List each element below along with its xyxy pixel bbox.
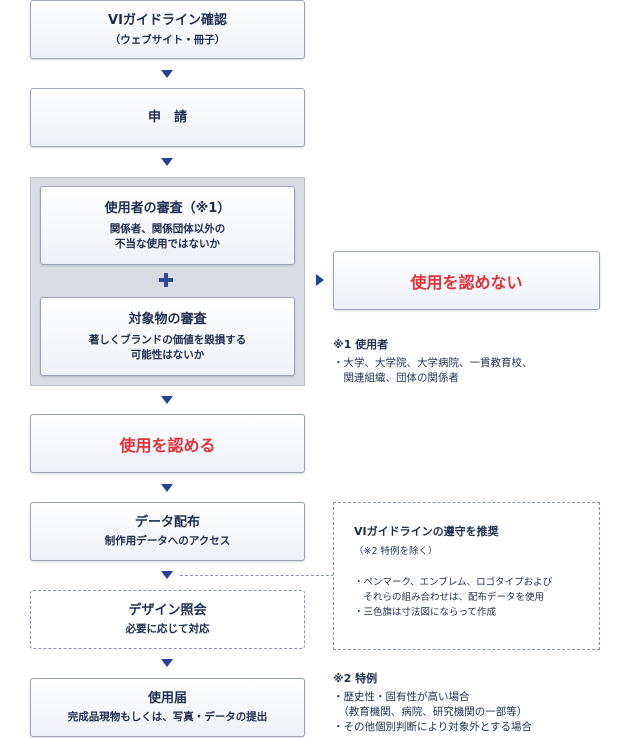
step-data-distribution-title: データ配布 xyxy=(134,515,200,530)
step-guideline-check-sub: （ウェブサイト・冊子） xyxy=(109,33,226,46)
review-object-line: 著しくブランドの価値を毀損する xyxy=(88,333,247,346)
step-data-distribution: データ配布 制作用データへのアクセス xyxy=(30,502,305,561)
step-application: 申 請 xyxy=(30,88,305,147)
review-object-title: 対象物の審査 xyxy=(128,311,207,327)
approve-box: 使用を認める xyxy=(30,414,305,473)
note-exceptions-line: ・歴史性・固有性が高い場合 xyxy=(333,691,470,703)
note-users-line: 関連組織、団体の関係者 xyxy=(333,372,459,384)
down-arrow-icon xyxy=(161,571,173,579)
step-design-inquiry: デザイン照会 必要に応じて対応 xyxy=(30,590,305,649)
review-object: 対象物の審査 著しくブランドの価値を毀損する 可能性はないか xyxy=(40,297,295,376)
review-user: 使用者の審査（※1） 関係者、関係団体以外の 不当な使用ではないか xyxy=(40,186,295,265)
note-users: ※1 使用者 ・大学、大学院、大学病院、一貫教育校、 関連組織、団体の関係者 xyxy=(333,336,613,386)
reject-box: 使用を認めない xyxy=(333,251,600,310)
guideline-sub: （※2 特例を除く） xyxy=(354,546,438,557)
down-arrow-icon xyxy=(161,659,173,667)
down-arrow-icon xyxy=(161,70,173,78)
guideline-title: VIガイドラインの遵守を推奨 xyxy=(354,525,499,538)
review-user-line: 関係者、関係団体以外の xyxy=(109,222,226,235)
note-exceptions-line: （教育機関、病院、研究機関の一部等） xyxy=(333,706,528,718)
down-arrow-icon xyxy=(161,484,173,492)
step-data-distribution-sub: 制作用データへのアクセス xyxy=(104,535,231,547)
guideline-item: ・三色旗は寸法図にならって作成 xyxy=(354,607,497,618)
note-users-line: ・大学、大学院、大学病院、一貫教育校、 xyxy=(333,357,533,369)
guideline-item: ・ペンマーク、エンブレム、ロゴタイプおよび xyxy=(354,577,553,588)
approve-label: 使用を認める xyxy=(119,435,216,455)
dashed-connector xyxy=(180,575,334,576)
down-arrow-icon xyxy=(161,158,173,166)
review-object-line: 可能性はないか xyxy=(130,348,205,361)
guideline-item: それらの組み合わせは、配布データを使用 xyxy=(354,592,545,603)
step-usage-report: 使用届 完成品現物もしくは、写真・データの提出 xyxy=(30,678,305,737)
step-design-inquiry-sub: 必要に応じて対応 xyxy=(125,623,210,635)
plus-icon xyxy=(159,273,173,287)
note-exceptions-line: ・その他個別判断により対象外とする場合 xyxy=(333,721,532,733)
guideline-recommendation: VIガイドラインの遵守を推奨 （※2 特例を除く） ・ペンマーク、エンブレム、ロ… xyxy=(333,502,600,650)
step-design-inquiry-title: デザイン照会 xyxy=(128,603,207,618)
right-arrow-icon xyxy=(316,274,324,286)
note-exceptions: ※2 特例 ・歴史性・固有性が高い場合 （教育機関、病院、研究機関の一部等） ・… xyxy=(333,670,623,735)
note-exceptions-title: ※2 特例 xyxy=(333,672,378,685)
step-guideline-check: VIガイドライン確認 （ウェブサイト・冊子） xyxy=(30,0,305,59)
note-users-title: ※1 使用者 xyxy=(333,338,389,351)
step-usage-report-title: 使用届 xyxy=(147,691,187,706)
review-user-line: 不当な使用ではないか xyxy=(115,237,220,250)
reject-label: 使用を認めない xyxy=(410,272,523,292)
step-application-title: 申 請 xyxy=(147,109,187,125)
review-user-title: 使用者の審査（※1） xyxy=(104,200,231,216)
step-usage-report-sub: 完成品現物もしくは、写真・データの提出 xyxy=(67,711,268,723)
down-arrow-icon xyxy=(161,396,173,404)
step-guideline-check-title: VIガイドライン確認 xyxy=(108,12,227,28)
